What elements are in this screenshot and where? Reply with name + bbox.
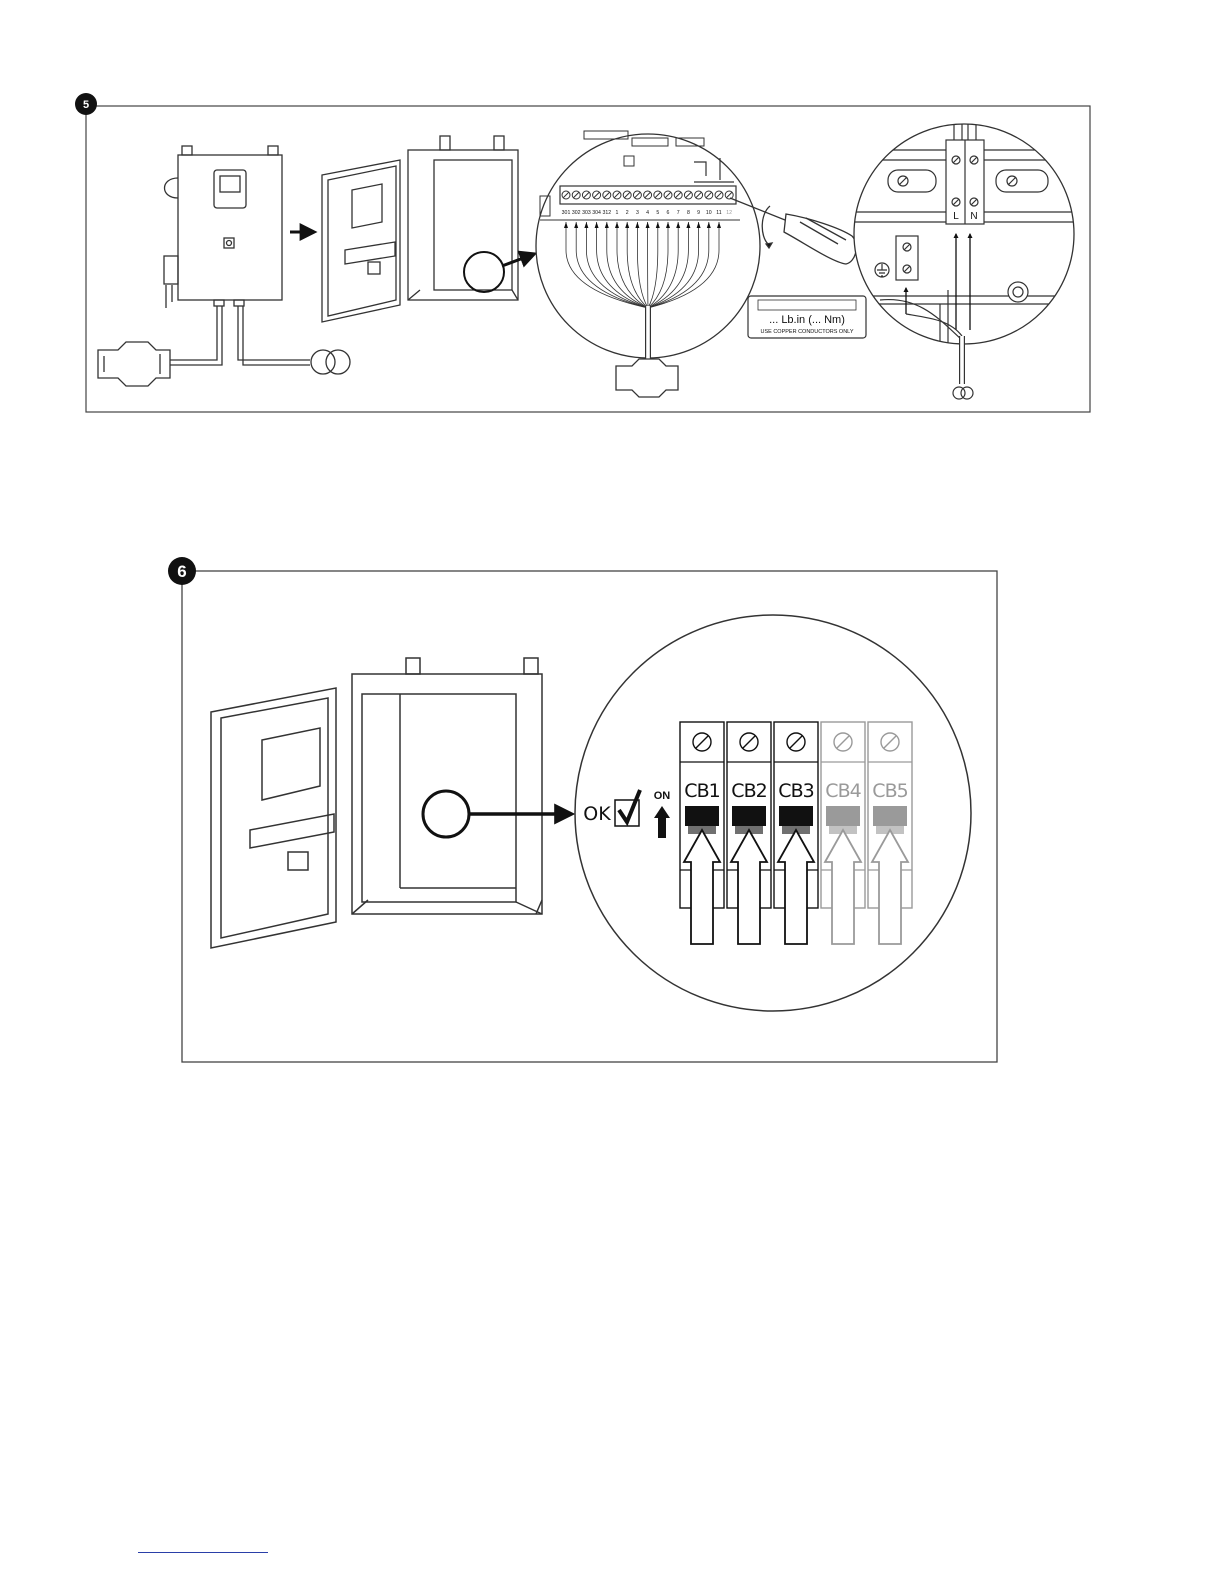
- terminal-label: 3: [636, 210, 639, 216]
- step-number-6: 6: [177, 562, 186, 581]
- terminal-screw: [613, 191, 621, 199]
- terminal-label: 303: [582, 210, 591, 216]
- terminal-screw: [633, 191, 641, 199]
- open-enclosure-large: [211, 658, 542, 948]
- terminal-screw: [623, 191, 631, 199]
- terminal-screws: [562, 191, 733, 199]
- terminal-screw: [654, 191, 662, 199]
- terminal-screw: [684, 191, 692, 199]
- terminal-label: 312: [602, 210, 611, 216]
- terminal-label: 8: [687, 210, 690, 216]
- valve-icon: [98, 342, 170, 386]
- terminal-label: 2: [626, 210, 629, 216]
- on-label: ON: [654, 790, 671, 802]
- breaker-label: CB5: [872, 780, 907, 802]
- terminal-screw: [593, 191, 601, 199]
- valve-icon-terminal: [616, 359, 678, 397]
- terminal-label: 6: [667, 210, 670, 216]
- terminal-screw: [572, 191, 580, 199]
- breaker-label: CB4: [825, 780, 861, 802]
- terminal-screw: [644, 191, 652, 199]
- transformer-icon-power: [953, 387, 973, 399]
- breaker-label: CB1: [684, 780, 719, 802]
- terminal-screw: [695, 191, 703, 199]
- line-terminal-label: L: [953, 211, 959, 222]
- breaker-label: CB3: [778, 780, 813, 802]
- terminal-label: 4: [646, 210, 649, 216]
- power-terminal-zoom-circle: L N: [850, 116, 1080, 400]
- terminal-screw: [664, 191, 672, 199]
- conductor-note: USE COPPER CONDUCTORS ONLY: [760, 329, 853, 335]
- terminal-screw: [562, 191, 570, 199]
- neutral-terminal-label: N: [970, 211, 977, 222]
- terminal-label: 7: [677, 210, 680, 216]
- terminal-label: 10: [706, 210, 712, 216]
- terminal-label: 301: [562, 210, 571, 216]
- footer-link-underline: [138, 1552, 268, 1553]
- figure-5: 5: [75, 93, 1090, 412]
- terminal-label: 5: [656, 210, 659, 216]
- ok-label: OK: [583, 803, 611, 825]
- terminal-label: 302: [572, 210, 581, 216]
- terminal-label: 304: [592, 210, 601, 216]
- terminal-screw: [705, 191, 713, 199]
- figure-6: 6 OK ON CB1 CB2 CB3 CB4 CB5: [168, 557, 997, 1062]
- transformer-icon: [311, 350, 350, 374]
- terminal-screw: [582, 191, 590, 199]
- terminal-label: 11: [716, 210, 721, 216]
- terminal-screw: [603, 191, 611, 199]
- terminal-label: 9: [697, 210, 700, 216]
- terminal-screw: [725, 191, 733, 199]
- terminal-screw: [715, 191, 723, 199]
- terminal-screw: [674, 191, 682, 199]
- terminal-label: 1: [616, 210, 619, 216]
- torque-label-box: ... Lb.in (... Nm) USE COPPER CONDUCTORS…: [748, 296, 866, 338]
- closed-enclosure: [164, 146, 310, 365]
- breaker-label: CB2: [731, 780, 766, 802]
- terminal-label: 12: [726, 210, 732, 216]
- open-enclosure: [322, 136, 518, 322]
- step-number-5: 5: [83, 99, 89, 111]
- torque-label: ... Lb.in (... Nm): [769, 314, 845, 326]
- breaker-zoom-circle: OK ON CB1 CB2 CB3 CB4 CB5: [575, 615, 971, 1011]
